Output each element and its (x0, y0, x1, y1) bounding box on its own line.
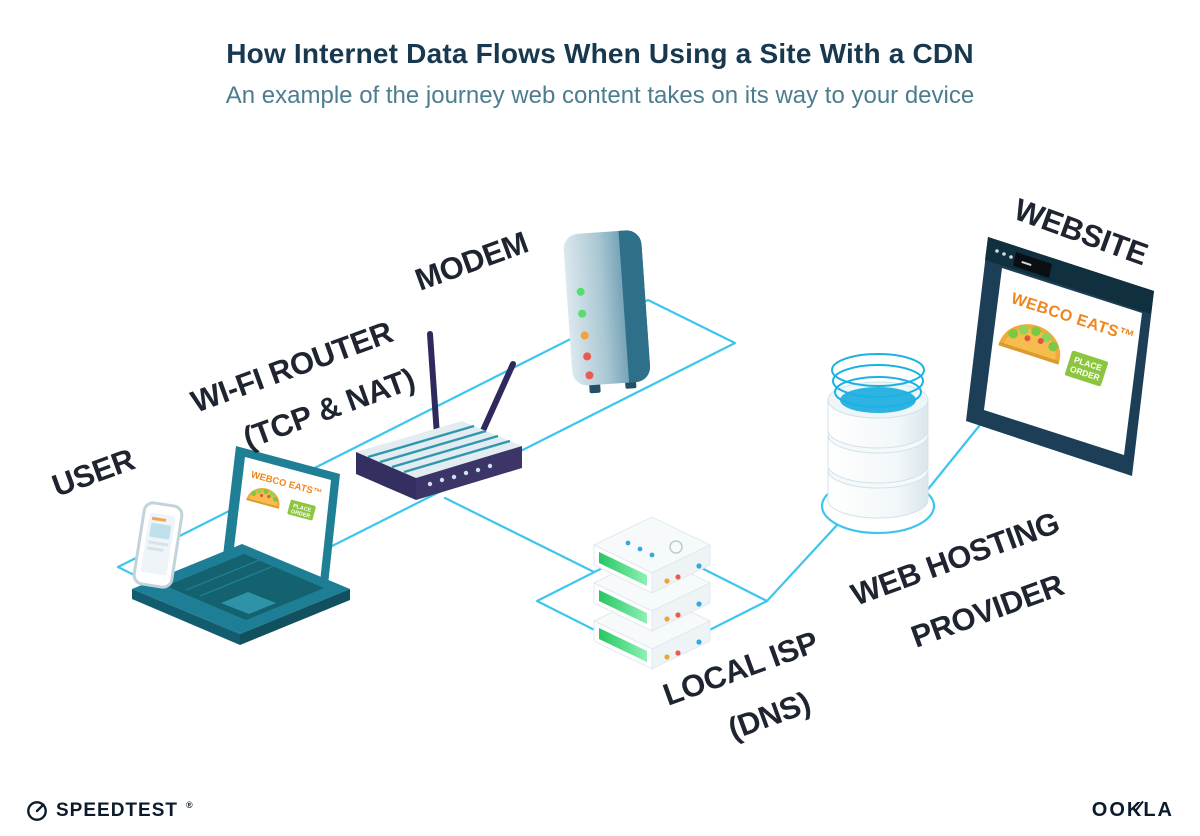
page-title: How Internet Data Flows When Using a Sit… (226, 38, 974, 69)
label-user: USER (47, 442, 139, 504)
speedtest-reg-mark: ® (185, 799, 193, 810)
db-liquid (840, 387, 916, 413)
wifi-router-illustration (356, 331, 522, 500)
link-hosting-website (923, 413, 990, 495)
hosting-db-illustration (827, 353, 929, 519)
speedtest-wordmark: SPEEDTEST (56, 799, 178, 821)
modem-led-red (585, 371, 594, 380)
modem-led-green (578, 309, 587, 318)
laptop-keyboard (166, 554, 324, 620)
laptop-touchpad (221, 592, 276, 614)
laptop-illustration: WEBCO EATS™ PLACE ORDER (132, 446, 350, 645)
modem-led-green (576, 287, 585, 296)
website-browser-illustration: WEBCO EATS™ PLACE ORDER (966, 237, 1154, 476)
footer: SPEEDTEST ® OOKLA (0, 799, 1200, 822)
browser-tab (1013, 252, 1052, 278)
link-router-isp (443, 496, 596, 574)
phone-illustration (132, 501, 184, 589)
modem-led-red (583, 352, 592, 361)
isp-server-illustration (592, 516, 712, 670)
page-subtitle: An example of the journey web content ta… (225, 82, 975, 109)
laptop-order-button (287, 499, 316, 521)
speedtest-gauge-icon (27, 800, 47, 821)
modem-led-orange (580, 331, 589, 340)
ookla-logo: OOKLA (1092, 799, 1174, 822)
svg-text:ORDER: ORDER (290, 509, 311, 520)
header: How Internet Data Flows When Using a Sit… (0, 38, 1200, 110)
speedtest-logo: SPEEDTEST ® (26, 800, 193, 822)
ookla-wordmark: OOKLA (1091, 799, 1174, 821)
label-isp-sub: (DNS) (723, 685, 814, 747)
svg-text:PLACE: PLACE (292, 503, 312, 514)
link-isp-hosting (765, 522, 840, 603)
website-order-button (1064, 350, 1109, 387)
label-modem: MODEM (410, 225, 532, 298)
modem-illustration (563, 230, 651, 394)
